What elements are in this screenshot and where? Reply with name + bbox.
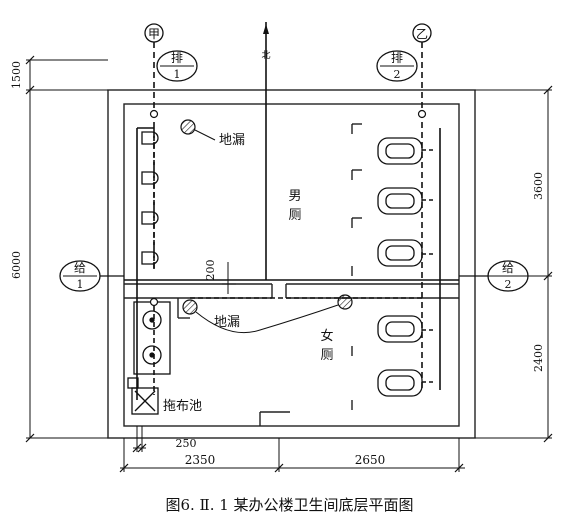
north-arrow: 北 (261, 24, 271, 61)
svg-text:给: 给 (502, 261, 514, 275)
dimension-lines (26, 59, 552, 472)
dim-200: 200 (204, 260, 217, 281)
mop-sink (127, 377, 159, 415)
figure-caption: 图6. Ⅱ. 1 某办公楼卫生间底层平面图 (165, 496, 414, 514)
drain-tag-1: 排 1 (156, 50, 198, 82)
pipe-nodes (149, 109, 427, 307)
svg-text:1: 1 (77, 278, 84, 291)
dim-2400: 2400 (532, 344, 545, 372)
dim-1500: 1500 (10, 61, 23, 89)
pipe-tag-jia: 甲 (144, 23, 164, 43)
pipe-tag-yi: 乙 (412, 23, 432, 43)
svg-text:女: 女 (320, 328, 333, 344)
urinals (141, 131, 159, 265)
svg-text:2: 2 (505, 278, 512, 291)
svg-text:厕: 厕 (320, 348, 333, 363)
wash-basins (133, 301, 171, 375)
dim-250: 250 (176, 437, 197, 450)
label-mop-sink: 拖布池 (163, 399, 202, 414)
svg-text:1: 1 (174, 68, 181, 81)
floor-drain-upper (180, 119, 216, 141)
room-label-male: 男 厕 (288, 189, 301, 223)
svg-text:男: 男 (288, 189, 301, 204)
svg-text:厕: 厕 (288, 208, 301, 223)
label-floor-drain-upper: 地漏 (219, 132, 245, 148)
svg-text:甲: 甲 (148, 27, 160, 41)
dim-6000: 6000 (10, 251, 23, 279)
supply-tag-1: 给 1 (59, 260, 101, 292)
dim-3600: 3600 (532, 172, 545, 200)
svg-text:排: 排 (171, 51, 183, 65)
svg-text:排: 排 (391, 51, 403, 65)
dim-2650: 2650 (355, 453, 386, 467)
svg-text:北: 北 (261, 50, 270, 61)
dim-2350: 2350 (185, 453, 216, 467)
drain-tag-2: 排 2 (376, 50, 418, 82)
svg-text:2: 2 (394, 68, 401, 81)
svg-text:给: 给 (74, 261, 86, 275)
toilets (351, 123, 423, 410)
label-floor-drain-lower: 地漏 (214, 314, 240, 330)
room-label-female: 女 厕 (320, 328, 333, 363)
svg-text:乙: 乙 (416, 27, 428, 41)
dimension-ticks (25, 55, 553, 473)
floor-drain-lower (182, 294, 353, 334)
